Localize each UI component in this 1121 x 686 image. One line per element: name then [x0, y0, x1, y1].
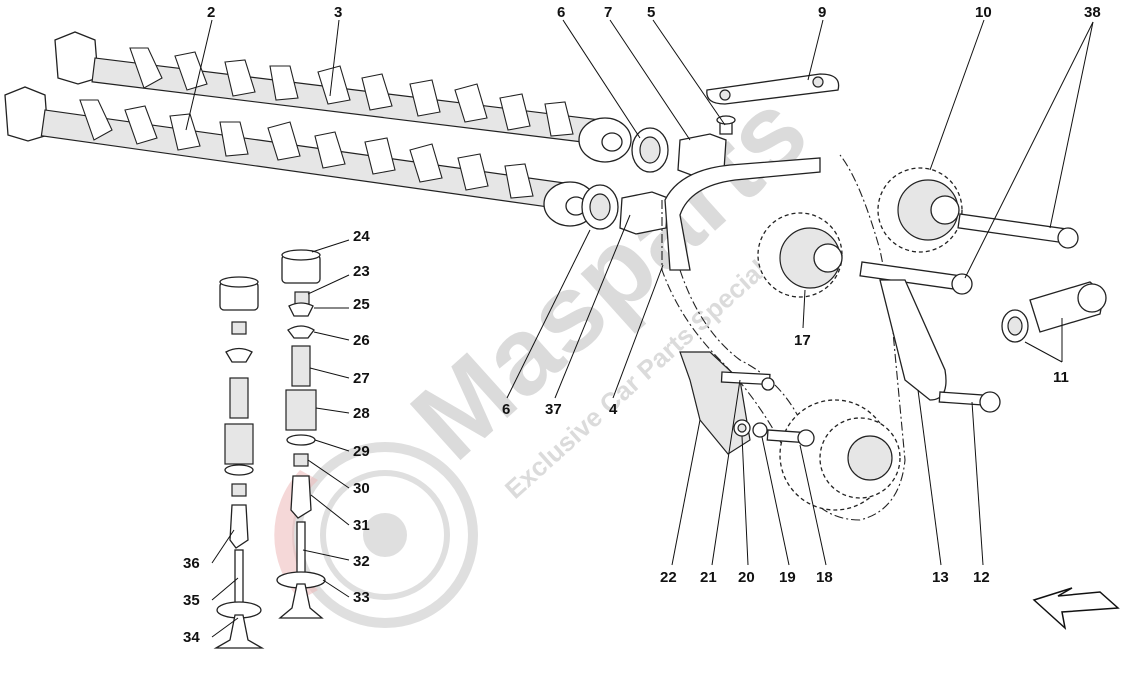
- callout-32: 32: [353, 553, 370, 570]
- crank-sprocket: [779, 399, 901, 511]
- leader-lines: [185, 19, 1094, 638]
- callout-37: 37: [545, 401, 562, 418]
- callout-9: 9: [818, 4, 826, 21]
- callout-31: 31: [353, 517, 370, 534]
- callout-6: 6: [557, 4, 565, 21]
- camshaft-upper: [54, 31, 632, 163]
- callout-3: 3: [334, 4, 342, 21]
- callout-13: 13: [932, 569, 949, 586]
- callout-36: 36: [183, 555, 200, 572]
- callout-7: 7: [604, 4, 612, 21]
- sprocket-10: [877, 167, 1079, 253]
- callout-18: 18: [816, 569, 833, 586]
- callout-11: 11: [1053, 369, 1069, 386]
- callout-17: 17: [794, 332, 811, 349]
- tensioner-11: [1001, 281, 1107, 343]
- callout-19: 19: [779, 569, 796, 586]
- valve-stack-right: [276, 249, 326, 619]
- callout-35: 35: [183, 592, 200, 609]
- callout-33: 33: [353, 589, 370, 606]
- callout-4: 4: [609, 401, 618, 418]
- callout-labels: 2 3 6 7 5 9 10 38 24 23 25 26 27 28 29 3…: [183, 4, 1101, 646]
- callout-20: 20: [738, 569, 755, 586]
- callout-24: 24: [353, 228, 370, 245]
- callout-5: 5: [647, 4, 655, 21]
- watermark-logo-wheel: [274, 442, 478, 628]
- valve-stack-left: [213, 276, 265, 649]
- callout-26: 26: [353, 332, 370, 349]
- front-direction-arrow-icon: [1032, 587, 1120, 631]
- tensioner-22-group: [679, 351, 815, 455]
- callout-38: 38: [1084, 4, 1101, 21]
- timing-chain: [661, 154, 906, 521]
- callout-29: 29: [353, 443, 370, 460]
- guide-rail-top: [706, 73, 840, 135]
- callout-12: 12: [973, 569, 990, 586]
- callout-2: 2: [207, 4, 215, 21]
- seal-rings: [581, 127, 727, 235]
- callout-21: 21: [700, 569, 717, 586]
- guide-rail-13: [879, 279, 1001, 413]
- callout-27: 27: [353, 370, 370, 387]
- callout-25: 25: [353, 296, 370, 313]
- callout-10: 10: [975, 4, 992, 21]
- callout-34: 34: [183, 629, 200, 646]
- callout-28: 28: [353, 405, 370, 422]
- sprocket-17: [757, 212, 973, 298]
- callout-6b: 6: [502, 401, 510, 418]
- callout-22: 22: [660, 569, 677, 586]
- callout-23: 23: [353, 263, 370, 280]
- callout-30: 30: [353, 480, 370, 497]
